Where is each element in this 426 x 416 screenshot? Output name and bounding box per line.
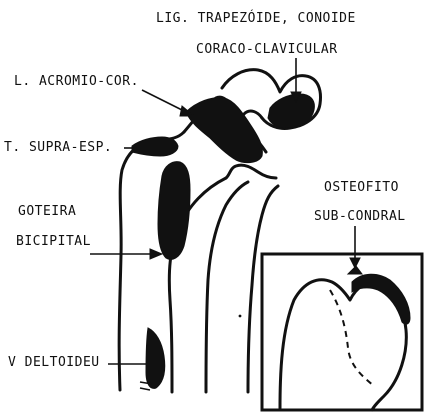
label-coraco-clavicular: CORACO-CLAVICULAR bbox=[196, 42, 338, 57]
label-bicipital: BICIPITAL bbox=[16, 234, 91, 249]
deltoid-mark-2 bbox=[140, 388, 150, 390]
stray-dot bbox=[239, 315, 242, 318]
label-t-supra-esp: T. SUPRA-ESP. bbox=[4, 140, 112, 155]
label-l-acromio-cor: L. ACROMIO-COR. bbox=[14, 74, 139, 89]
acromio-coracoid-ligament bbox=[186, 98, 262, 163]
label-goteira: GOTEIRA bbox=[18, 204, 76, 219]
label-lig-trapezoide: LIG. TRAPEZÓIDE, CONOIDE bbox=[156, 10, 356, 26]
label-v-deltoideu: V DELTOIDEU bbox=[8, 355, 100, 370]
label-osteofito: OSTEOFITO bbox=[324, 180, 399, 195]
inset-panel bbox=[262, 254, 422, 410]
supraspinatus-tendon bbox=[132, 137, 178, 156]
deltoid-tubercle bbox=[146, 328, 165, 388]
arrow-bicipital bbox=[150, 249, 162, 259]
label-sub-condral: SUB-CONDRAL bbox=[314, 209, 406, 224]
scapula-left-contour bbox=[206, 182, 248, 392]
bicipital-groove bbox=[158, 162, 190, 260]
tuberosity-contour bbox=[226, 165, 276, 178]
